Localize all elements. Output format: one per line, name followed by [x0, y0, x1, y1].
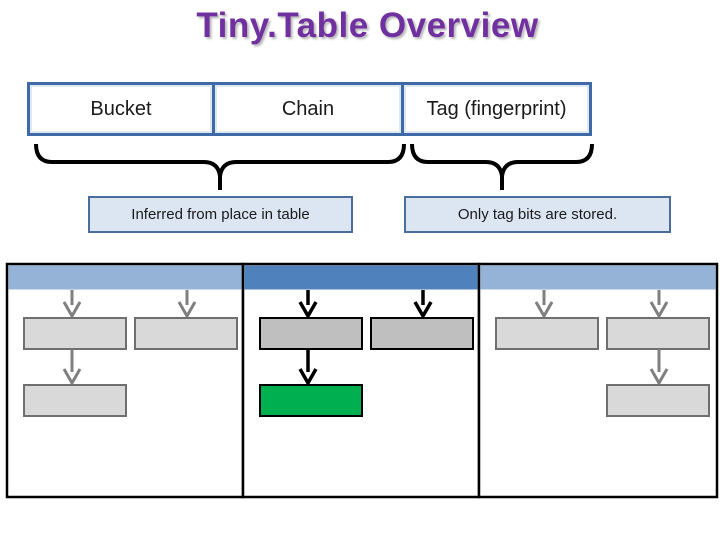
bucket-1-chain-2-arrow-head [177, 301, 197, 318]
bucket-2-header [244, 265, 478, 290]
bucket-3-chain-2-arrow-head [649, 301, 669, 318]
bucket-3-chain-2-entry-1 [606, 317, 710, 350]
bucket-3-chain-2-link-1-head [649, 368, 669, 385]
bucket-2-chain-2-arrow-head [413, 301, 433, 318]
bucket-1-chain-1-entry-1 [23, 317, 127, 350]
bucket-2-chain-1-arrow-head [298, 301, 318, 318]
bucket-1-chain-1-entry-2 [23, 384, 127, 417]
bucket-2-cell [241, 262, 481, 499]
stored-note: Only tag bits are stored. [404, 196, 671, 233]
bucket-1-chain-1-link-1-head [62, 368, 82, 385]
bucket-2-chain-2-entry-1 [370, 317, 474, 350]
bucket-3-chain-1-entry-1 [495, 317, 599, 350]
bucket-3-chain-2-entry-2 [606, 384, 710, 417]
page-title: Tiny.Table Overview [196, 6, 539, 45]
bucket-2-chain-1-entry-1 [259, 317, 363, 350]
bucket-1-header [8, 265, 242, 290]
bucket-1-chain-2-entry-1 [134, 317, 238, 350]
bucket-2-chain-1-entry-2 [259, 384, 363, 417]
bucket-1-chain-1-arrow-head [62, 301, 82, 318]
bucket-1-cell [5, 262, 245, 499]
bucket-2-chain-1-link-1-head [298, 368, 318, 385]
tag-field: Tag (fingerprint) [401, 82, 592, 136]
bucket-3-cell [477, 262, 719, 499]
bucket-3-chain-1-arrow-head [534, 301, 554, 318]
bucket-field: Bucket [27, 82, 215, 136]
bucket-3-header [480, 265, 716, 290]
inferred-note: Inferred from place in table [88, 196, 353, 233]
